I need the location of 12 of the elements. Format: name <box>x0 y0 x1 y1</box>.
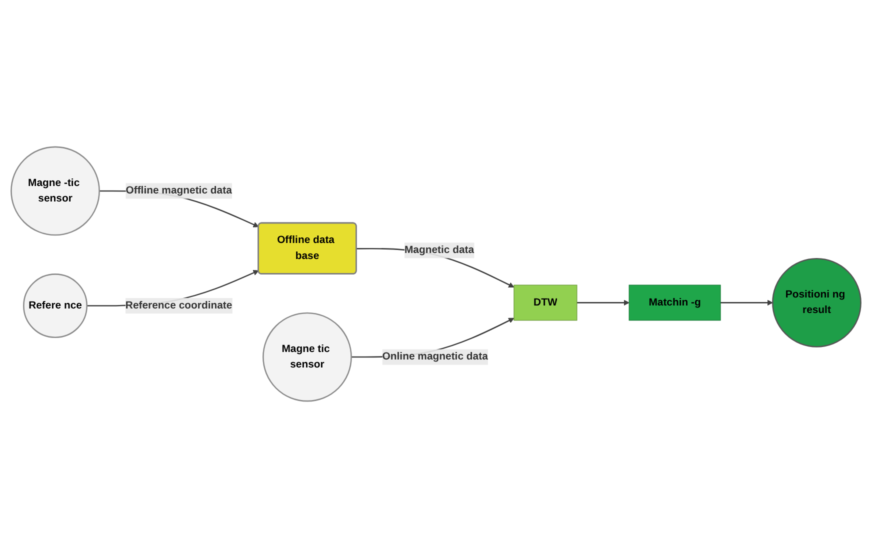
node-circle: Refere nce <box>23 273 88 338</box>
node-box: Matchin -g <box>628 284 721 320</box>
arrow <box>720 299 773 306</box>
edge-label: Reference coordinate <box>125 299 232 310</box>
edge-label: Magnetic data <box>404 244 474 256</box>
node-circle: Magne tic sensor <box>262 312 352 402</box>
edge-label: Online magnetic data <box>382 350 488 362</box>
arrow <box>576 299 630 306</box>
edge-label: Offline magnetic data <box>126 184 232 196</box>
node-box: DTW <box>514 284 578 320</box>
node-circle: Magne -tic sensor <box>10 146 100 236</box>
node-circle: Positioni ng result <box>772 258 862 347</box>
